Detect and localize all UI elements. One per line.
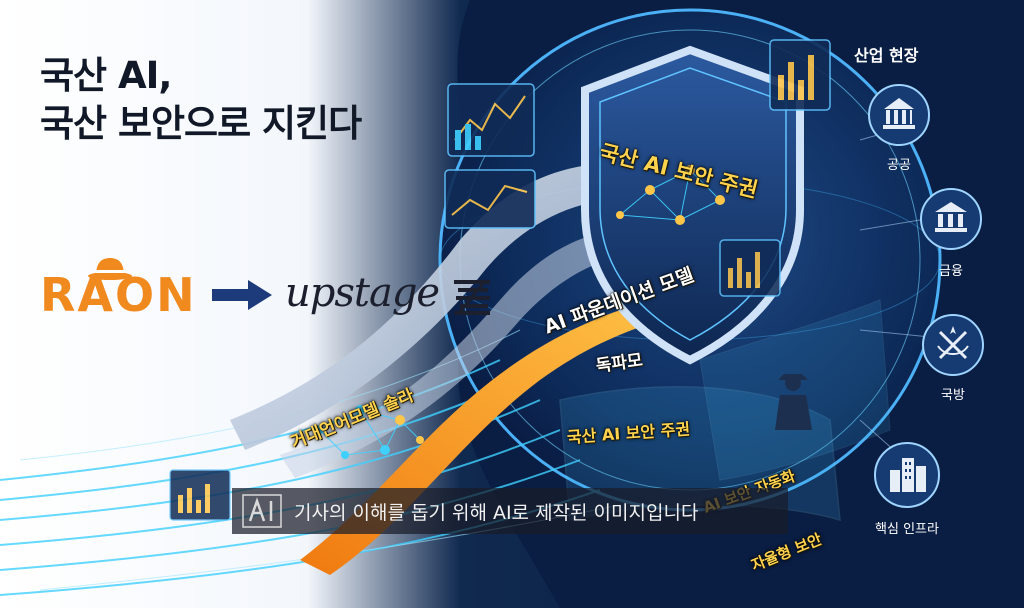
headline-line-1: 국산 AI,: [40, 54, 172, 97]
neural-network-top: [619, 169, 721, 221]
upstage-mark-icon: [454, 279, 490, 315]
sector-label-infrastructure: 핵심 인프라: [875, 522, 939, 537]
city-buildings-icon: [874, 442, 940, 508]
chart-card: [447, 83, 535, 157]
caption-text: 기사의 이해를 돕기 위해 AI로 제작된 이미지입니다: [294, 501, 699, 524]
defense-emblem-icon: [922, 314, 984, 376]
caption-bar: 기사의 이해를 돕기 위해 AI로 제작된 이미지입니다: [232, 488, 788, 534]
sector-label-public: 공공: [887, 158, 911, 173]
government-building-icon: [868, 84, 930, 146]
ai-badge-icon: [242, 494, 282, 528]
sector-label-defense: 국방: [941, 388, 965, 403]
fedora-hat-icon: [88, 258, 132, 280]
headline: 국산 AI, 국산 보안으로 지킨다: [40, 52, 362, 148]
neural-network-left: [319, 409, 421, 456]
upstage-logo: upstage: [285, 270, 440, 316]
arrow-right-icon: [212, 280, 272, 310]
sector-label-finance: 금융: [939, 264, 963, 279]
industry-title: 산업 현장: [854, 46, 919, 65]
bank-icon: [920, 188, 982, 250]
headline-line-2: 국산 보안으로 지킨다: [40, 102, 362, 145]
analyst-figure: [775, 374, 812, 430]
